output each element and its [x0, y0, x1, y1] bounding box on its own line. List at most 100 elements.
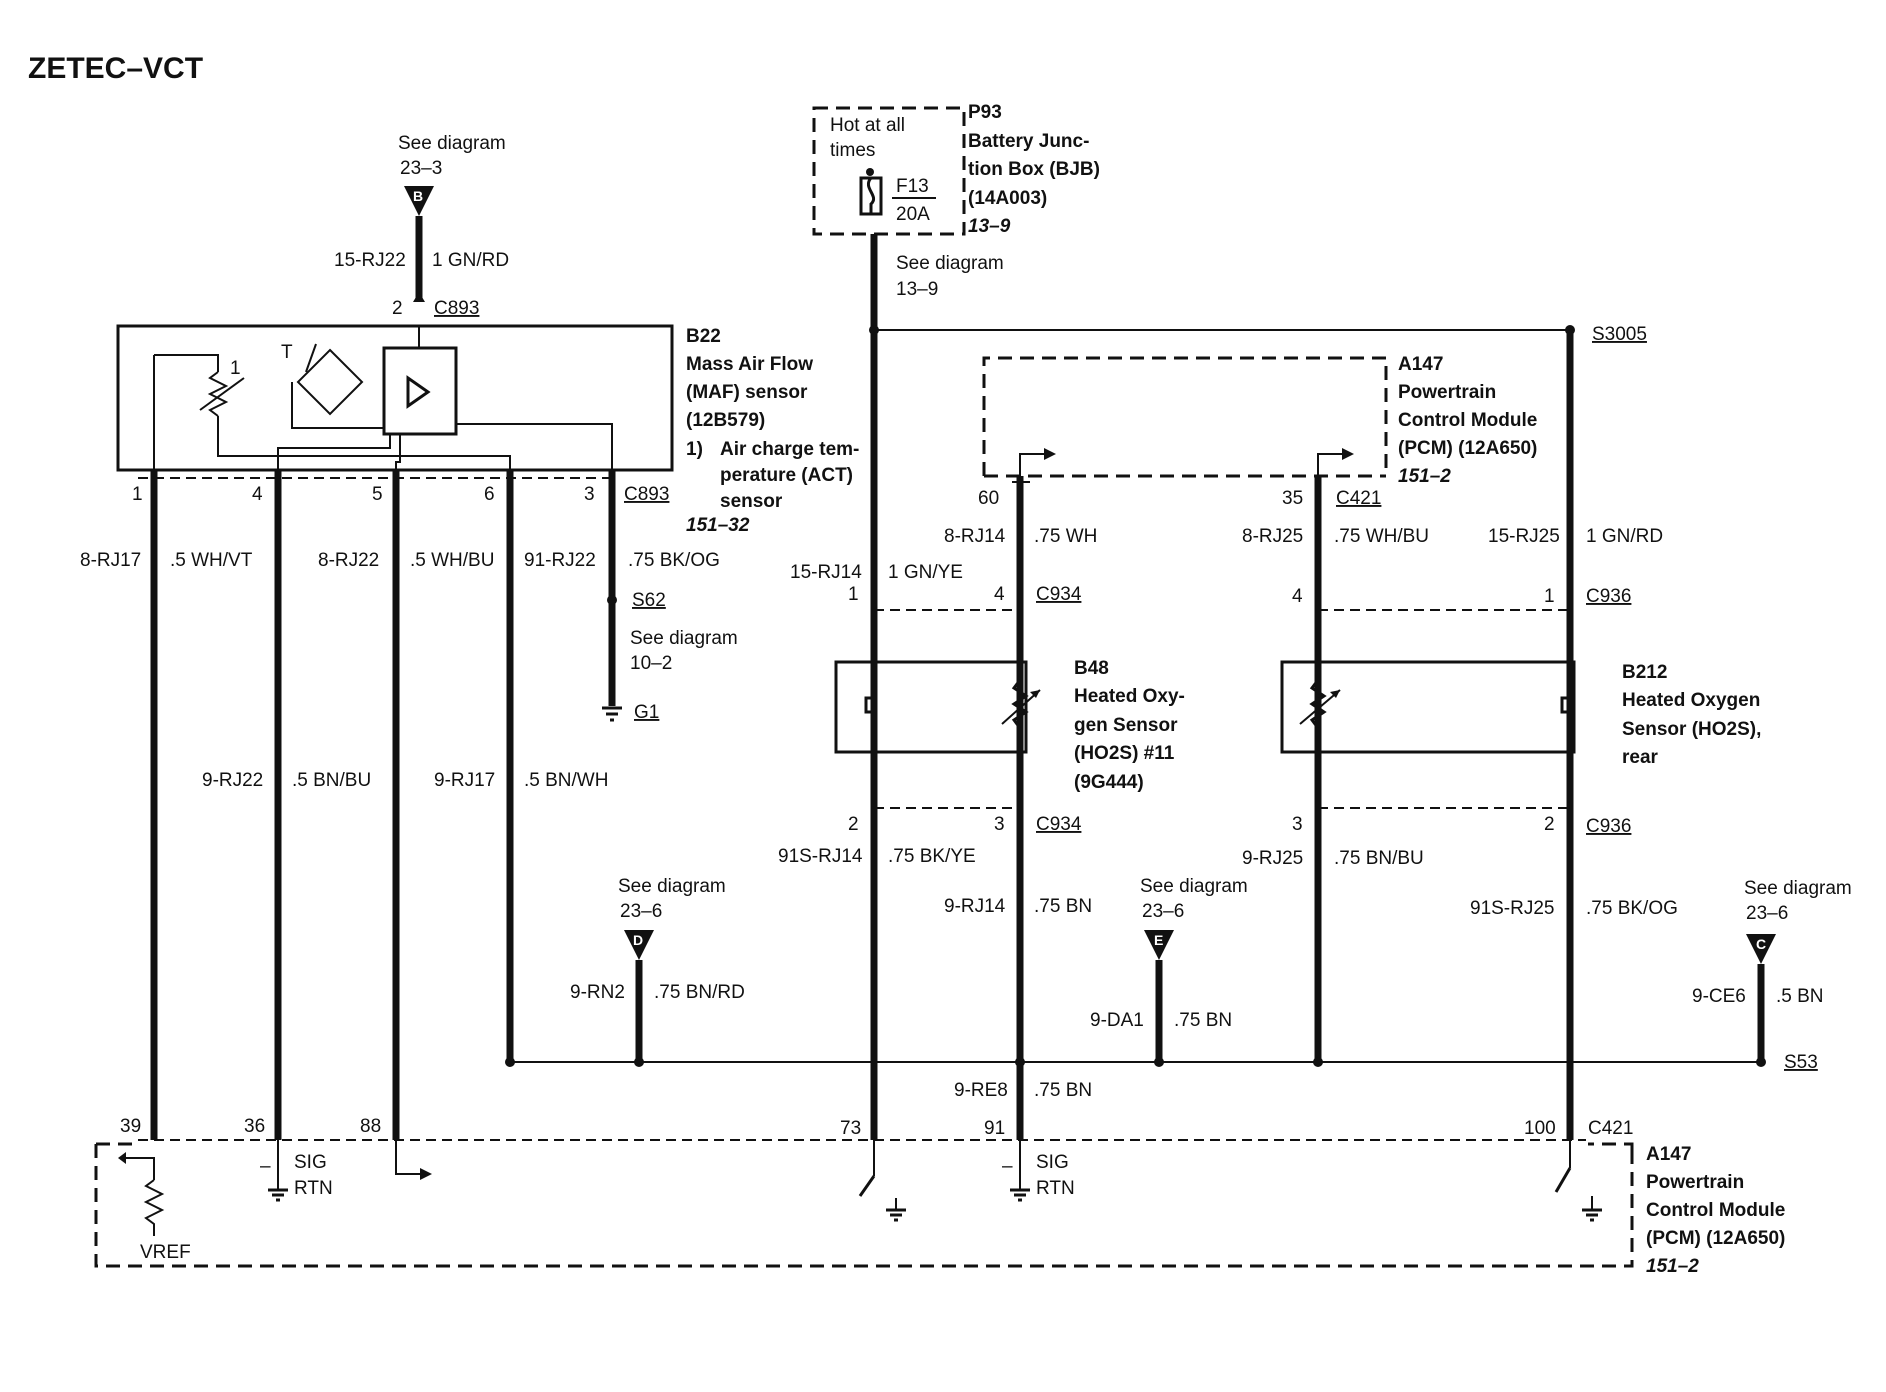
b22-note-line2: perature (ACT): [720, 465, 853, 486]
a147-bottom-name-line2: Control Module: [1646, 1200, 1785, 1221]
sig-rtn-2-minus: –: [1002, 1156, 1013, 1177]
p93-id: P93: [968, 102, 1002, 123]
pin-pcm-100: 100: [1524, 1118, 1556, 1139]
pin-maf-1: 1: [132, 484, 143, 505]
a147-bottom-name-line3: (PCM) (12A650): [1646, 1228, 1785, 1249]
bridge-t-label: T: [281, 342, 293, 363]
pin-b48-1: 1: [848, 584, 859, 605]
wire-91s-rj25-circuit: 91S-RJ25: [1470, 898, 1555, 919]
a147-bottom-page: 151–2: [1646, 1256, 1699, 1277]
pin-pcm-88: 88: [360, 1116, 381, 1137]
wire-9-rn2-circuit: 9-RN2: [570, 982, 625, 1003]
wire-91s-rj25-size-color: .75 BK/OG: [1586, 898, 1678, 919]
wire-8-rj22-circuit: 8-RJ22: [318, 550, 379, 571]
bridge-icon: [296, 348, 364, 416]
switch-icon: [858, 1175, 876, 1197]
rtn-label-1: RTN: [294, 1178, 333, 1199]
fuse-rating: 20A: [896, 204, 930, 225]
p93-name-line1: Battery Junc-: [968, 131, 1089, 152]
reference-c-letter: C: [1756, 936, 1766, 952]
wire-9-rj17-size-color: .5 BN/WH: [524, 770, 608, 791]
pin-b212-2: 2: [1544, 814, 1555, 835]
wire-15-rj14-size-color: 1 GN/YE: [888, 562, 963, 583]
b22-page: 151–32: [686, 515, 750, 536]
b22-note-line3: sensor: [720, 491, 783, 512]
amplifier-icon: [406, 375, 431, 409]
p93-name-line2: tion Box (BJB): [968, 159, 1100, 180]
pin-pcm-36: 36: [244, 1116, 265, 1137]
connector-c936-bottom: C936: [1586, 816, 1631, 837]
wire-9-ce6-circuit: 9-CE6: [1692, 986, 1746, 1007]
b212-id: B212: [1622, 662, 1667, 683]
splice-s3005: S3005: [1592, 324, 1647, 345]
pin-maf-2: 2: [392, 298, 403, 319]
heater-element-icon: [1560, 684, 1572, 728]
wire-9-rj14-size-color: .75 BN: [1034, 896, 1092, 917]
vref-resistor-icon: [143, 1179, 165, 1236]
pin-maf-3: 3: [584, 484, 595, 505]
a147-pcm-top: [982, 356, 1388, 490]
b22-note-number: 1): [686, 439, 703, 460]
a147-bottom-id: A147: [1646, 1144, 1691, 1165]
splice-s62: S62: [632, 590, 666, 611]
pin-pcm-39: 39: [120, 1116, 141, 1137]
amplifier-block: [382, 346, 458, 436]
b48-name-line2: gen Sensor: [1074, 715, 1178, 736]
wire-15-rj14-circuit: 15-RJ14: [790, 562, 862, 583]
b48-heated-oxygen-sensor: [834, 660, 1041, 754]
wire-8-rj25-size-color: .75 WH/BU: [1334, 526, 1429, 547]
reference-c-triangle-icon: [1746, 934, 1776, 964]
wire-91s-rj14-size-color: .75 BK/YE: [888, 846, 976, 867]
act-label-1: 1: [230, 358, 241, 379]
b22-part: (12B579): [686, 410, 765, 431]
pin-b212-1: 1: [1544, 586, 1555, 607]
reference-e-letter: E: [1154, 932, 1163, 948]
reference-d-triangle-icon: [624, 930, 654, 960]
wire-9-rn2-size-color: .75 BN/RD: [654, 982, 745, 1003]
b212-heated-oxygen-sensor-rear: [1280, 660, 1576, 754]
see-diagram-c-line2: 23–6: [1746, 903, 1788, 924]
see-diagram-e-line2: 23–6: [1142, 901, 1184, 922]
see-diagram-13-9-line2: 13–9: [896, 279, 938, 300]
b48-id: B48: [1074, 658, 1109, 679]
splice-s53: S53: [1784, 1052, 1818, 1073]
wire-91s-rj14-circuit: 91S-RJ14: [778, 846, 863, 867]
wire-15-rj22-size-color: 1 GN/RD: [432, 250, 509, 271]
b212-name-line2: Sensor (HO2S),: [1622, 719, 1761, 740]
pin-b212-4: 4: [1292, 586, 1303, 607]
wire-8-rj22-size-color: .5 WH/BU: [410, 550, 494, 571]
pin-b48-3: 3: [994, 814, 1005, 835]
pin-maf-4: 4: [252, 484, 263, 505]
see-diagram-13-9-line1: See diagram: [896, 253, 1004, 274]
pin-maf-5: 5: [372, 484, 383, 505]
diagram-title: ZETEC–VCT: [28, 52, 203, 85]
pin-pcm-73: 73: [840, 1118, 861, 1139]
see-diagram-e-line1: See diagram: [1140, 876, 1248, 897]
wire-9-da1-size-color: .75 BN: [1174, 1010, 1232, 1031]
p93-battery-junction-box: Hot at all times F13 20A P93 Battery Jun…: [812, 102, 1100, 237]
wire-8-rj17-size-color: .5 WH/VT: [170, 550, 253, 571]
wire-9-da1-circuit: 9-DA1: [1090, 1010, 1144, 1031]
fuse-id: F13: [896, 176, 929, 197]
b22-maf-sensor: 1 T: [116, 324, 674, 472]
see-diagram-d-line1: See diagram: [618, 876, 726, 897]
b48-name-line3: (HO2S) #11: [1074, 743, 1175, 764]
a147-top-name-line2: Control Module: [1398, 410, 1537, 431]
act-thermistor-icon: [207, 371, 229, 417]
see-diagram-b-line2: 23–3: [400, 158, 442, 179]
see-diagram-d-line2: 23–6: [620, 901, 662, 922]
b212-name-line1: Heated Oxygen: [1622, 690, 1760, 711]
pin-pcm-35: 35: [1282, 488, 1303, 509]
splice-s62-dot: [607, 595, 617, 605]
pin-b48-4: 4: [994, 584, 1005, 605]
ground-g1: G1: [634, 702, 659, 723]
switch-icon: [1554, 1167, 1572, 1193]
reference-b-letter: B: [413, 188, 423, 204]
wire-9-rj25-circuit: 9-RJ25: [1242, 848, 1303, 869]
pin-b212-3: 3: [1292, 814, 1303, 835]
wire-8-rj17-circuit: 8-RJ17: [80, 550, 141, 571]
sig-label-2: SIG: [1036, 1152, 1069, 1173]
wire-9-ce6-size-color: .5 BN: [1776, 986, 1824, 1007]
a147-top-id: A147: [1398, 354, 1443, 375]
